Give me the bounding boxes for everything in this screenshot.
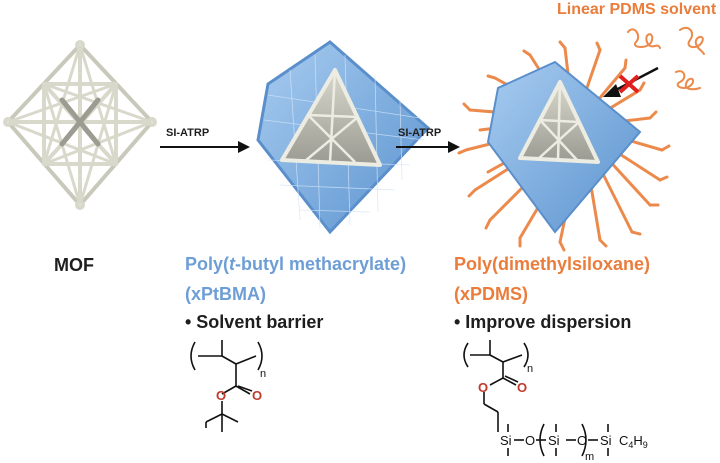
blocked-solvent-arrow	[603, 66, 659, 97]
polymer1-name: Poly(t-butyl methacrylate)	[185, 255, 406, 273]
pdms-subscript-m: m	[585, 451, 594, 463]
ptbma-ester-o: O	[216, 388, 226, 403]
arrow-si-atrp-2	[396, 141, 460, 153]
ptbma-carbonyl-o: O	[252, 388, 262, 403]
polymer2-abbr: (xPDMS)	[454, 284, 529, 304]
polymer1-name-prefix: Poly(	[185, 254, 230, 274]
pdms-end-group: C4H9	[619, 433, 648, 450]
pdms-o-2: O	[577, 433, 587, 448]
pdms-subscript-n: n	[527, 363, 533, 375]
polymer2-bullet: • Improve dispersion	[454, 312, 632, 332]
pdms-si-2: Si	[548, 433, 560, 448]
polymer2-name: Poly(dimethylsiloxane)	[454, 254, 651, 274]
mof-octahedron	[3, 40, 157, 210]
linear-pdms-solvent-title: Linear PDMS solvent	[557, 1, 717, 18]
si-atrp-label-2: SI-ATRP	[398, 127, 442, 139]
polymer1-abbr: (xPtBMA)	[185, 284, 266, 304]
arrow-si-atrp-1	[160, 141, 250, 153]
mof-label: MOF	[54, 255, 94, 275]
polymer1-name-suffix: -butyl methacrylate)	[235, 254, 407, 274]
si-atrp-label-1: SI-ATRP	[166, 127, 210, 139]
pdms-structure	[463, 340, 609, 457]
ptbma-coated-mof	[256, 40, 431, 235]
pdms-o-1: O	[525, 433, 535, 448]
pdms-carbonyl-o: O	[517, 380, 527, 395]
pdms-si-1: Si	[500, 433, 512, 448]
ptbma-structure	[190, 340, 263, 432]
pdms-si-3: Si	[600, 433, 612, 448]
ptbma-subscript-n: n	[260, 368, 266, 380]
pdms-ester-o: O	[478, 380, 488, 395]
pdms-grafted-mof	[457, 40, 671, 252]
polymer1-name-italic: t	[229, 254, 236, 274]
polymer1-bullet: • Solvent barrier	[185, 312, 324, 332]
linear-pdms-chains	[627, 26, 705, 91]
